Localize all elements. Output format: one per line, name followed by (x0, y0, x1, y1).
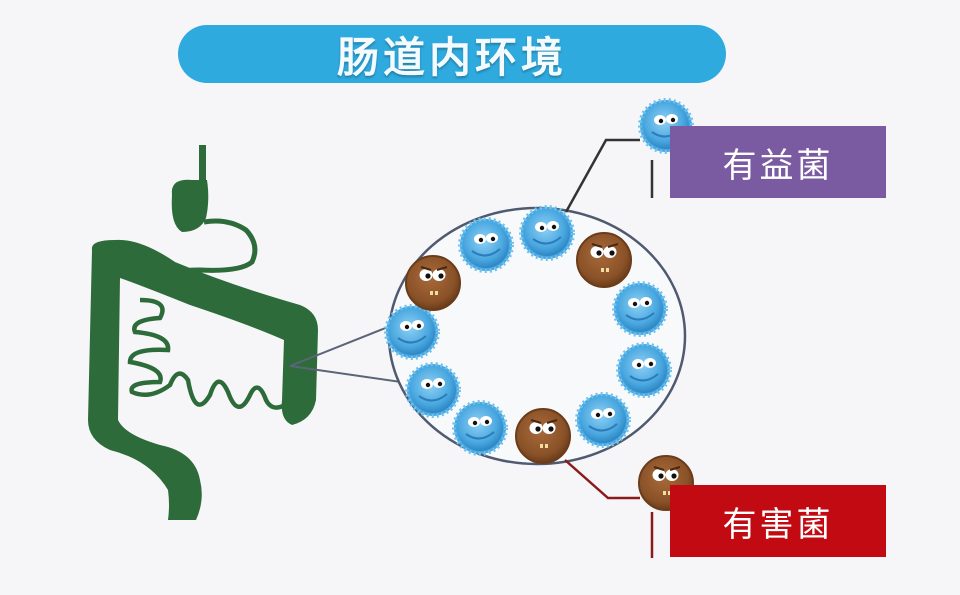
beneficial-bacterium (616, 342, 672, 398)
beneficial-connector (564, 138, 654, 213)
harmful-label-text: 有害菌 (722, 504, 834, 545)
harmful-connector (564, 459, 654, 558)
beneficial-bacterium (405, 362, 461, 418)
harmful-bacterium (576, 232, 632, 288)
harmful-bacteria-label: 有害菌 (670, 485, 886, 557)
beneficial-bacterium (519, 205, 575, 261)
title-banner: 肠道内环境 (178, 25, 726, 83)
harmful-bacterium (515, 408, 571, 464)
beneficial-bacteria-label: 有益菌 (670, 126, 886, 198)
beneficial-label-text: 有益菌 (722, 145, 834, 186)
harmful-bacterium (405, 255, 461, 311)
page-title: 肠道内环境 (336, 32, 567, 82)
beneficial-bacterium (458, 217, 514, 273)
beneficial-bacterium (452, 400, 508, 456)
beneficial-bacterium (575, 392, 631, 448)
intestine-illustration (88, 145, 318, 520)
beneficial-bacterium (612, 281, 668, 337)
callout-pointer (289, 322, 409, 384)
beneficial-bacterium (384, 304, 440, 360)
